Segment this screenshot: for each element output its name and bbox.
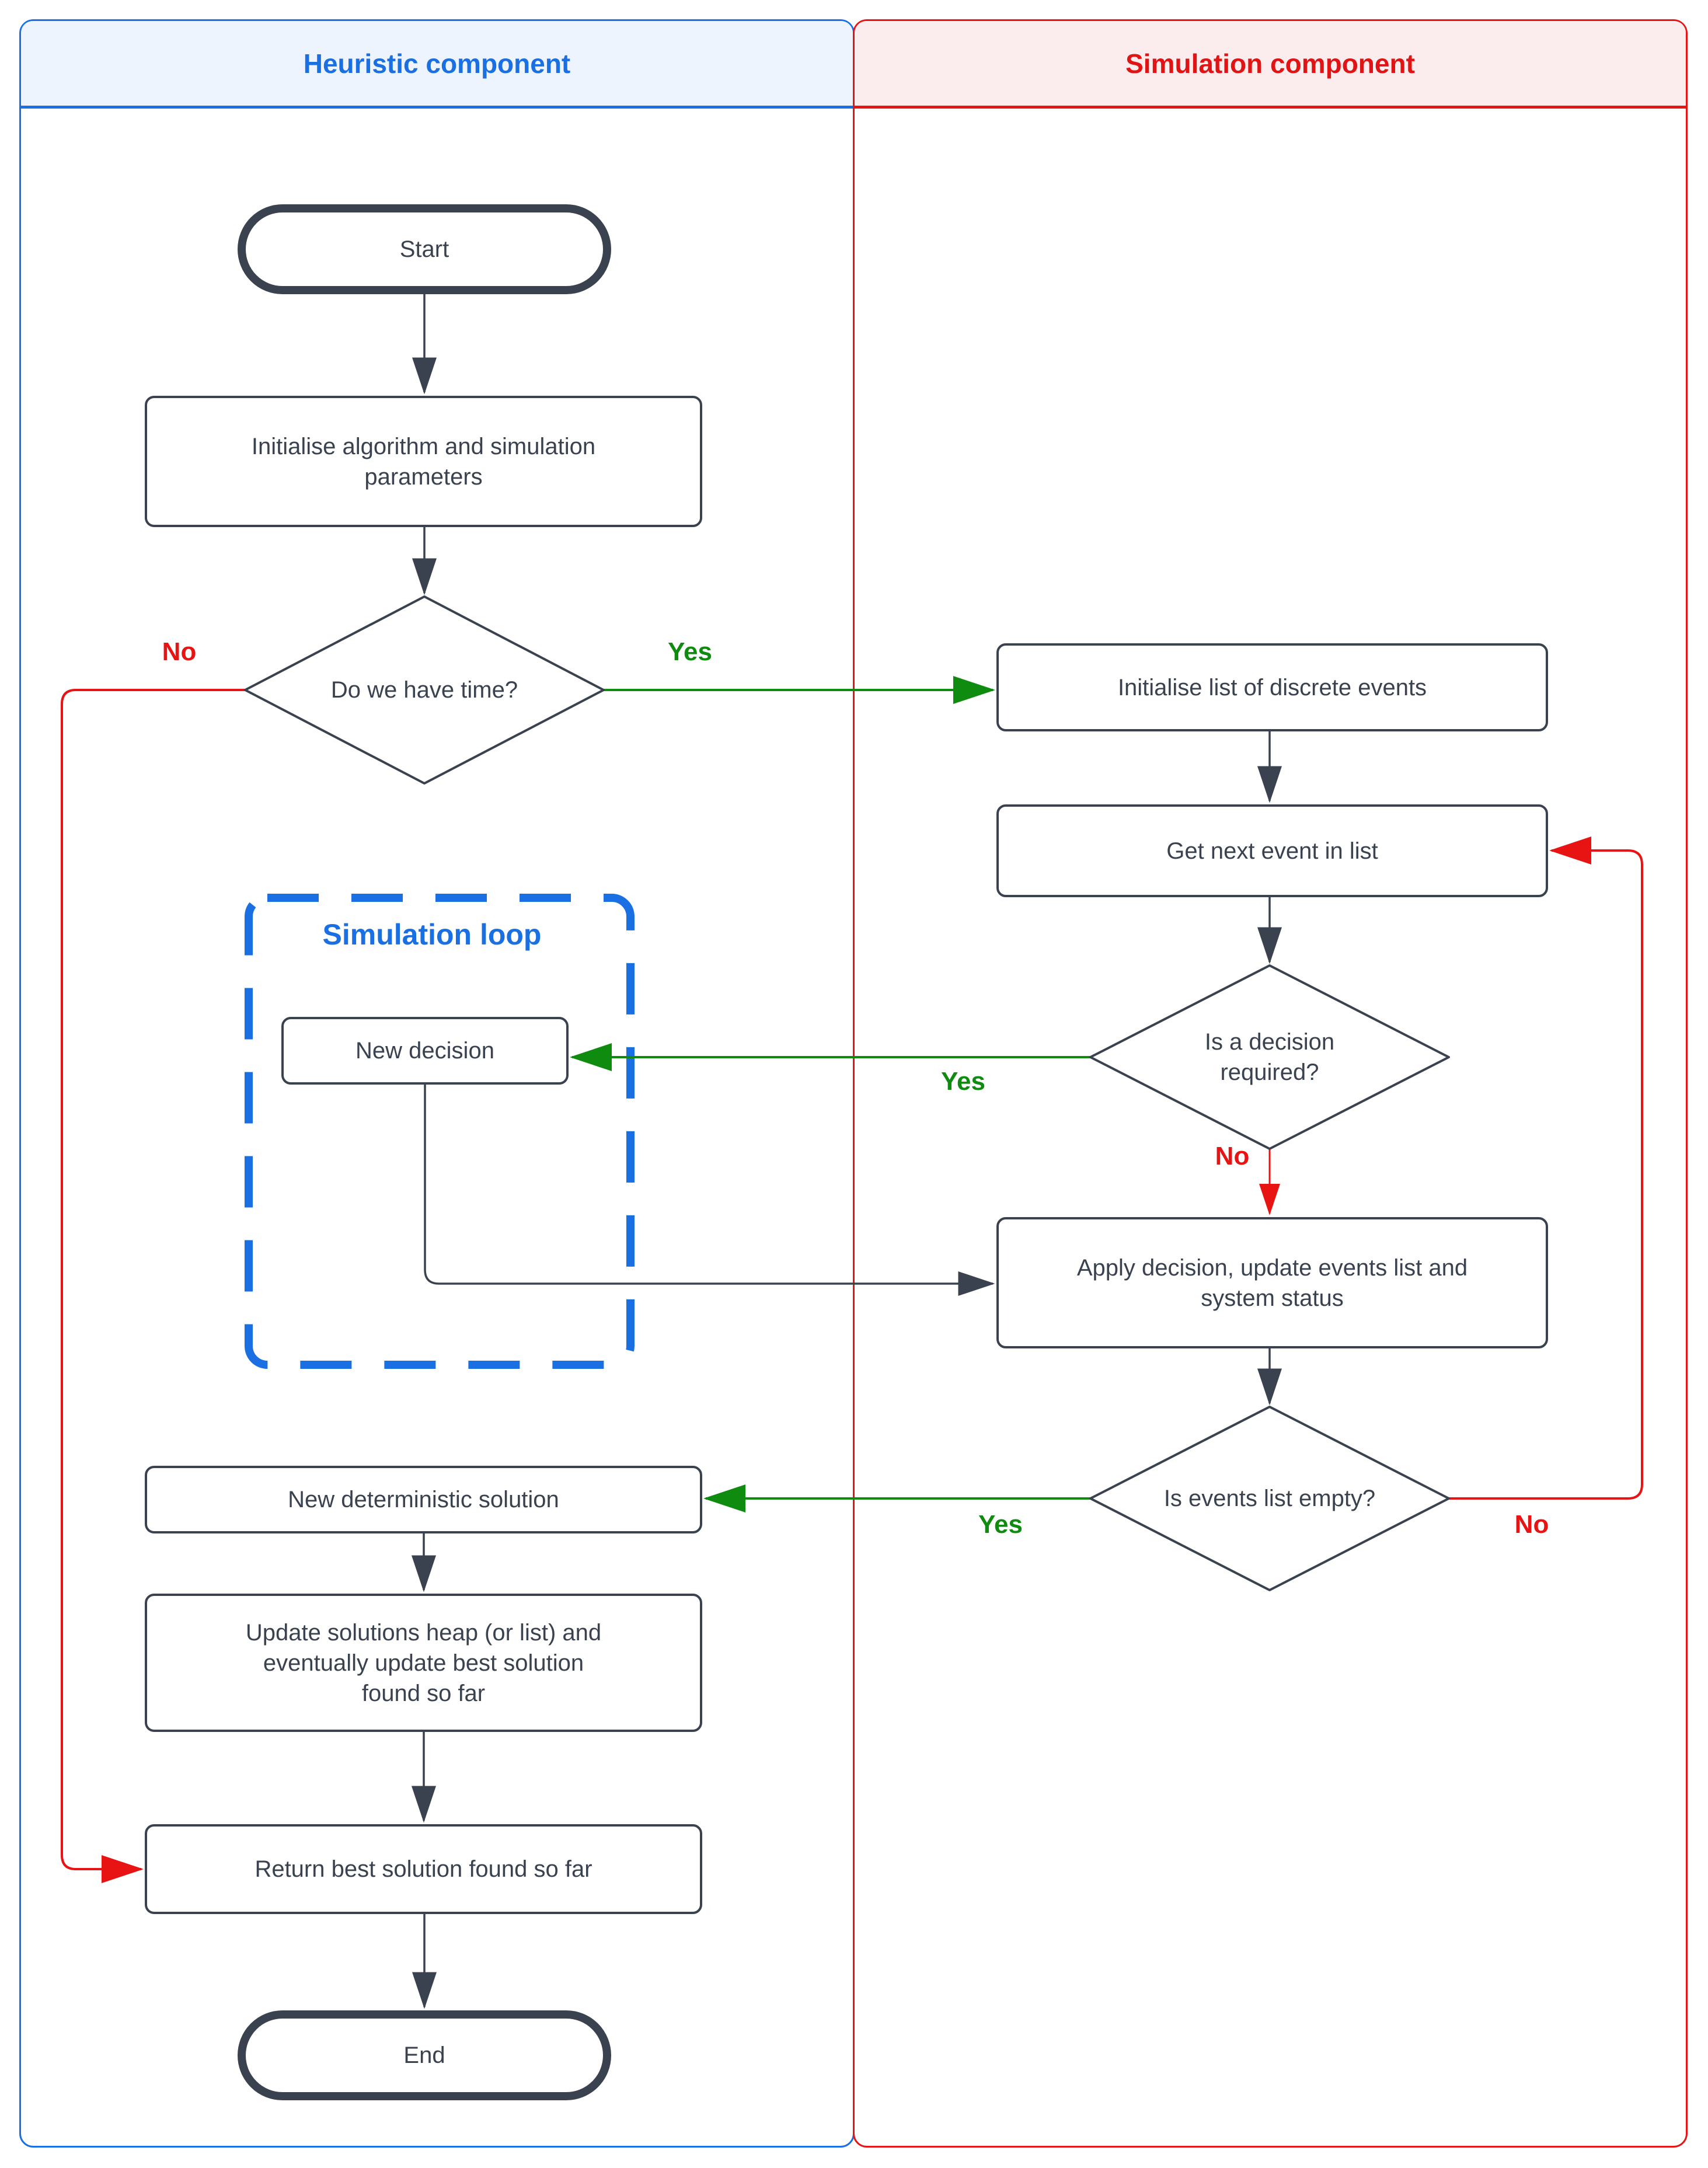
init-events-label: Initialise list of discrete events bbox=[1117, 674, 1427, 700]
start-node: Start bbox=[238, 204, 611, 294]
start-label: Start bbox=[399, 236, 449, 262]
panel-heuristic-header: Heuristic component bbox=[21, 21, 853, 109]
update-heap-node: Update solutions heap (or list) and even… bbox=[145, 1594, 702, 1732]
edge-emptycheck-no bbox=[1449, 836, 1643, 1500]
decision-diamond bbox=[1089, 964, 1450, 1150]
emptycheck-diamond bbox=[1089, 1406, 1450, 1591]
decision-label: Is a decision required? bbox=[1204, 1029, 1335, 1085]
apply-decision-label: Apply decision, update events list and s… bbox=[1076, 1254, 1468, 1311]
panel-heuristic-title: Heuristic component bbox=[303, 48, 571, 79]
simulation-loop-title: Simulation loop bbox=[322, 918, 542, 951]
return-best-label: Return best solution found so far bbox=[255, 1856, 592, 1882]
decision-yes-label: Yes bbox=[941, 1067, 985, 1096]
timecheck-no-label: No bbox=[162, 637, 197, 666]
update-heap-label: Update solutions heap (or list) and even… bbox=[245, 1619, 602, 1706]
new-decision-node: New decision bbox=[281, 1017, 569, 1085]
timecheck-diamond bbox=[244, 595, 605, 785]
panel-simulation-title: Simulation component bbox=[1125, 48, 1415, 79]
init-params-label: Initialise algorithm and simulation para… bbox=[251, 433, 596, 490]
decision-no-label: No bbox=[1215, 1142, 1250, 1170]
emptycheck-yes-label: Yes bbox=[978, 1510, 1023, 1539]
get-next-event-node: Get next event in list bbox=[996, 804, 1548, 897]
apply-decision-node: Apply decision, update events list and s… bbox=[996, 1217, 1548, 1348]
emptycheck-label: Is events list empty? bbox=[1163, 1486, 1376, 1511]
init-events-node: Initialise list of discrete events bbox=[996, 643, 1548, 731]
emptycheck-no-label: No bbox=[1514, 1510, 1549, 1539]
timecheck-yes-label: Yes bbox=[668, 637, 712, 666]
return-best-node: Return best solution found so far bbox=[145, 1824, 702, 1914]
new-decision-label: New decision bbox=[355, 1038, 494, 1064]
end-node: End bbox=[238, 2010, 611, 2100]
timecheck-label: Do we have time? bbox=[330, 677, 518, 703]
simulation-loop-box bbox=[245, 894, 635, 1369]
new-deterministic-node: New deterministic solution bbox=[145, 1466, 702, 1533]
edge-timecheck-no bbox=[61, 689, 245, 1883]
panel-simulation-header: Simulation component bbox=[855, 21, 1686, 109]
new-deterministic-label: New deterministic solution bbox=[288, 1487, 559, 1512]
end-label: End bbox=[403, 2042, 445, 2068]
get-next-event-label: Get next event in list bbox=[1166, 838, 1378, 864]
edge-newdecision-to-apply bbox=[424, 1085, 995, 1296]
init-params-node: Initialise algorithm and simulation para… bbox=[145, 396, 702, 527]
